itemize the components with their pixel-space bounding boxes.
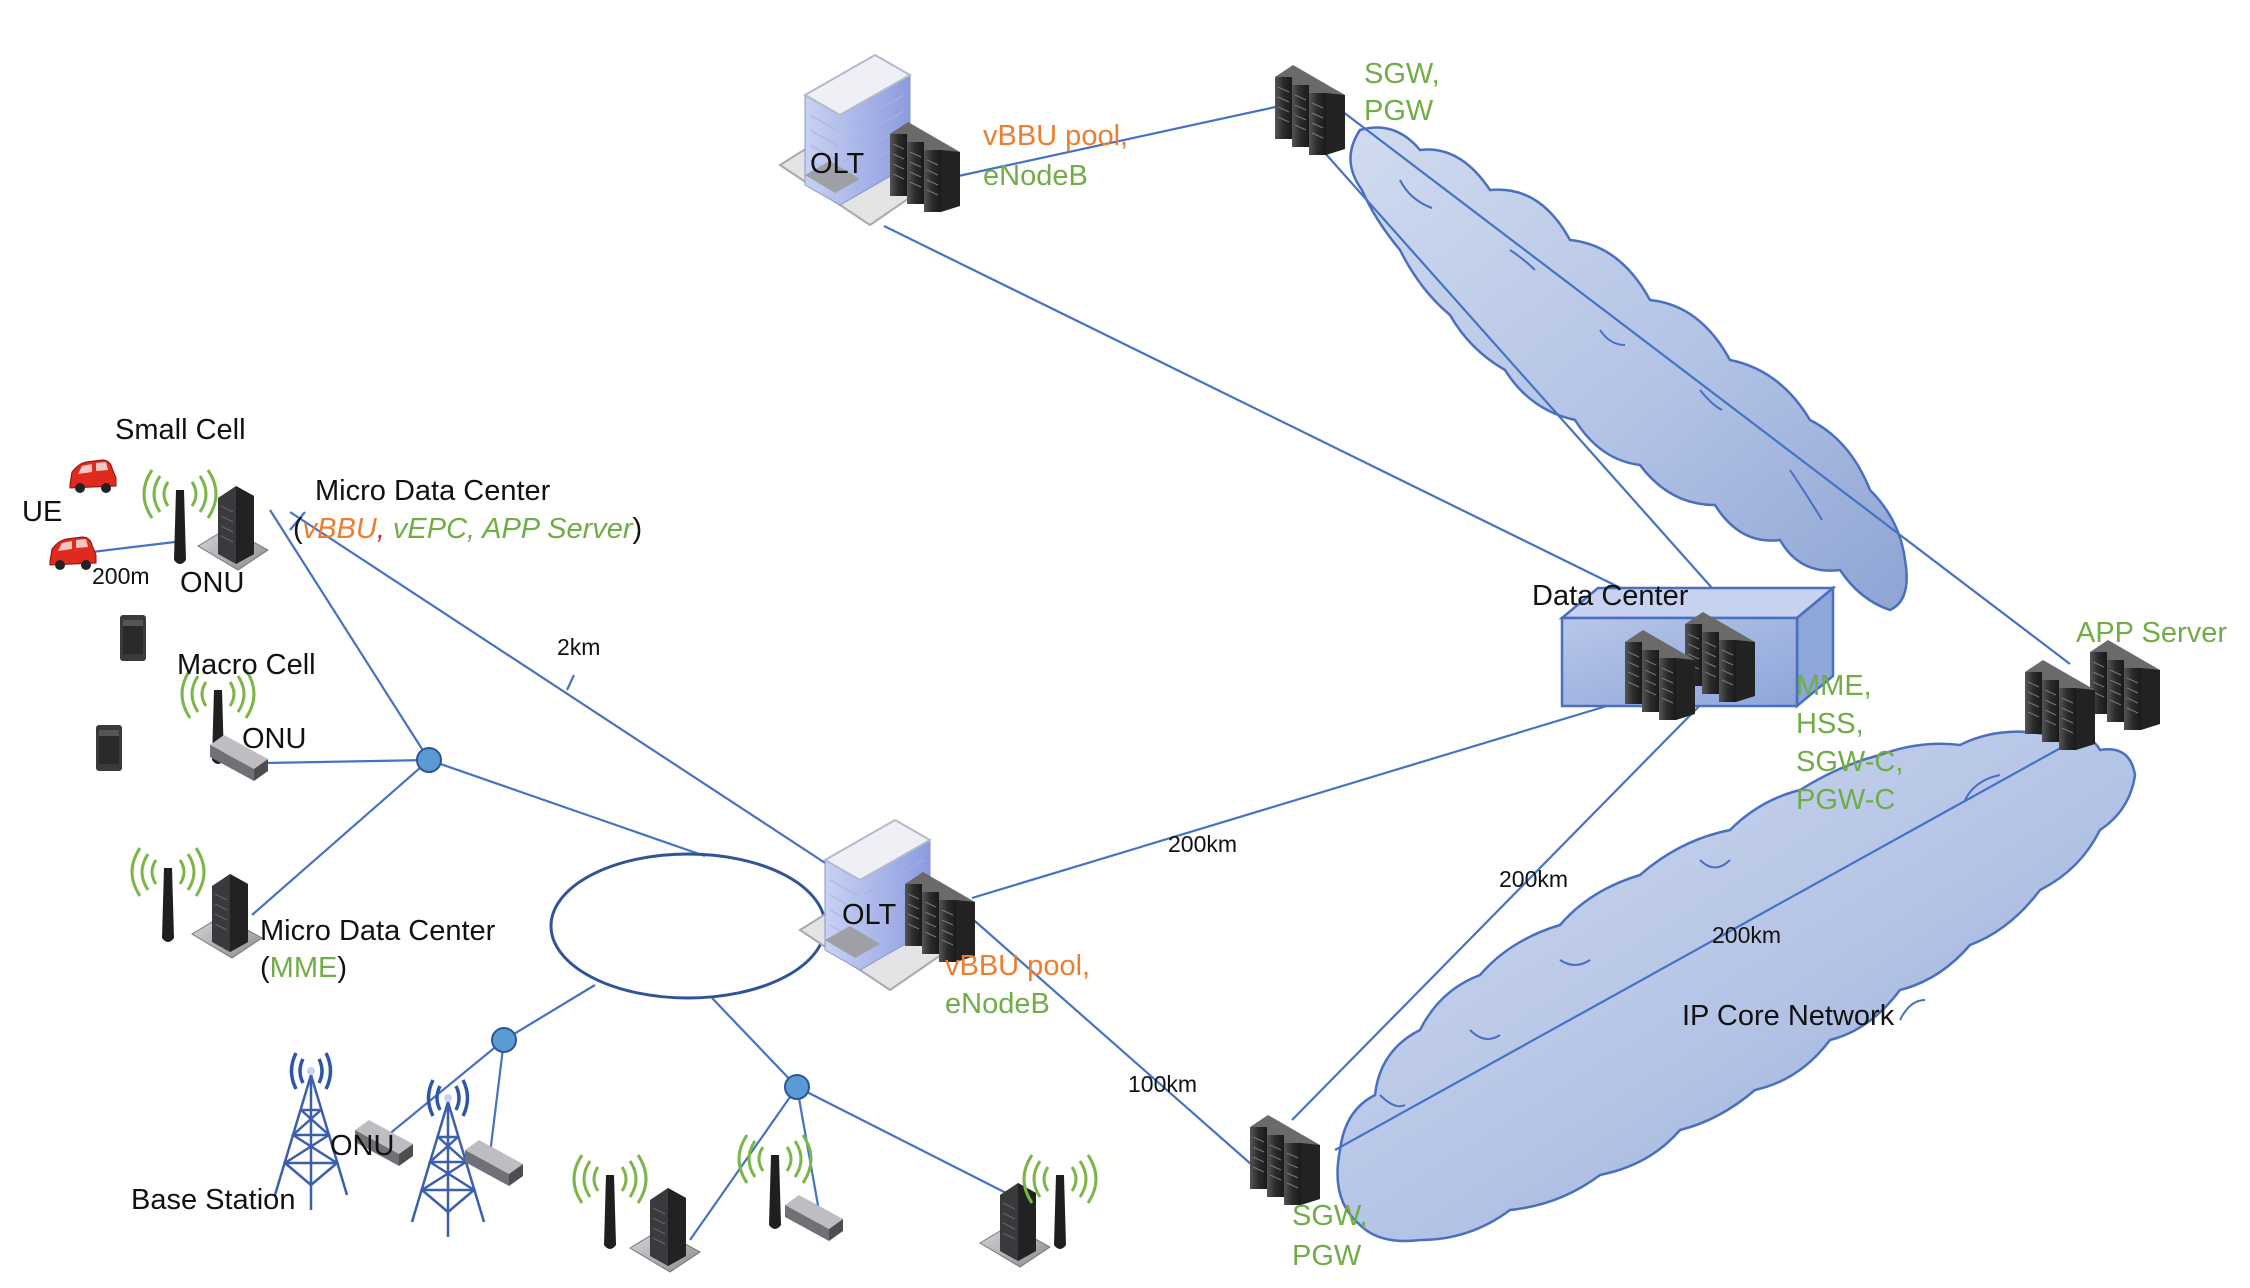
olt-mid-enodeb-label: eNodeB <box>945 988 1050 1020</box>
onu-base-station-label: ONU <box>330 1130 395 1162</box>
base-station-onu-icon-2 <box>465 1140 523 1186</box>
olt-top-label: OLT <box>810 148 865 180</box>
distance-200km-core: 200km <box>1712 922 1782 948</box>
distance-200km-sgw-dc: 200km <box>1499 866 1569 892</box>
paren-close: ) <box>632 513 643 545</box>
data-center-label: Data Center <box>1532 580 1689 612</box>
vepc-app-functions: vEPC, APP Server <box>384 513 633 545</box>
olt-mid-label: OLT <box>842 899 897 931</box>
splitter-node-lower-right <box>784 1074 810 1100</box>
dc-function-pgw-c: PGW-C <box>1796 784 1896 816</box>
comma: , <box>376 513 385 545</box>
app-server-rack-back <box>2089 639 2161 731</box>
sgw-bottom-label-line2: PGW <box>1292 1240 1362 1272</box>
ue-label: UE <box>22 496 63 528</box>
links <box>91 101 2076 1241</box>
paren-open: ( <box>293 513 303 545</box>
micro-dc-mme-antenna-icon <box>130 846 206 944</box>
sgw-bottom-label-line1: SGW, <box>1292 1200 1368 1232</box>
paren-close: ) <box>337 952 348 984</box>
distance-200km-olt-dc: 200km <box>1168 831 1238 857</box>
lower-ip-cloud <box>1336 730 2137 1243</box>
micro-data-center-top-server-icon <box>197 485 269 571</box>
vbbu-function: vBBU <box>302 513 377 545</box>
sgw-top-label-line1: SGW, <box>1364 58 1440 90</box>
onu-macro-label: ONU <box>242 723 307 755</box>
upper-ip-cloud <box>1349 126 1908 612</box>
car-icon-top <box>69 459 117 494</box>
phone-icon-bottom <box>96 725 122 771</box>
olt-top-vbbu-label: vBBU pool, <box>983 120 1129 152</box>
ip-core-network-label: IP Core Network <box>1682 1000 1895 1032</box>
bottom-onu-icon-2 <box>785 1195 843 1241</box>
olt-top-enodeb-label: eNodeB <box>983 160 1088 192</box>
app-server-label: APP Server <box>2076 617 2227 649</box>
dc-function-mme: MME, <box>1796 670 1872 702</box>
base-station-label: Base Station <box>131 1184 296 1216</box>
dc-function-sgw-c: SGW-C, <box>1796 746 1904 778</box>
distance-2km-label: 2km <box>557 634 601 660</box>
sgw-top-server-rack <box>1274 64 1346 156</box>
splitter-node-lower-left <box>491 1027 517 1053</box>
bottom-antenna-icon-1 <box>572 1153 648 1251</box>
dc-function-hss: HSS, <box>1796 708 1864 740</box>
pon-ring <box>549 852 827 1000</box>
sgw-top-label-line2: PGW <box>1364 95 1434 127</box>
distance-100km-label: 100km <box>1128 1071 1198 1097</box>
micro-dc-top-label: Micro Data Center <box>315 475 551 507</box>
onu-small-cell-label: ONU <box>180 567 245 599</box>
micro-dc-top-functions: (vBBU, vEPC, APP Server) <box>293 513 642 546</box>
micro-dc-bottom-functions: (MME) <box>260 952 347 985</box>
paren-open: ( <box>260 952 270 984</box>
car-icon-bottom <box>49 536 97 571</box>
splitter-node-upper <box>416 747 442 773</box>
small-cell-label: Small Cell <box>115 414 246 446</box>
olt-mid-vbbu-label: vBBU pool, <box>945 950 1091 982</box>
micro-dc-bottom-label: Micro Data Center <box>260 915 496 947</box>
macro-cell-label: Macro Cell <box>177 649 316 681</box>
sgw-bottom-server-rack <box>1249 1114 1321 1206</box>
mme-function: MME <box>269 952 338 984</box>
distance-200m-label: 200m <box>92 563 150 589</box>
phone-icon-top <box>120 615 146 661</box>
